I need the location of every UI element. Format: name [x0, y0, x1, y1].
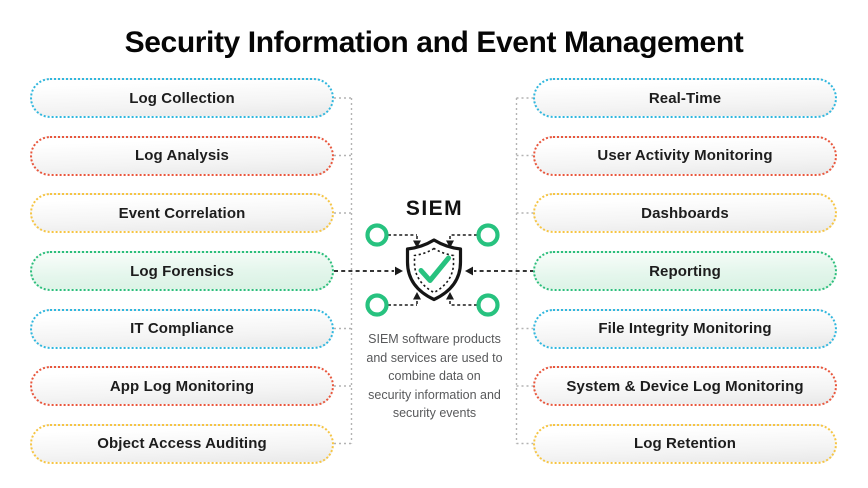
pill-label: Log Retention	[633, 435, 737, 452]
siem-description: SIEM software products and services are …	[366, 332, 503, 420]
pill-label: File Integrity Monitoring	[598, 320, 772, 337]
green-node-circles	[365, 223, 500, 317]
green-circle-top-right-icon	[476, 223, 500, 247]
pill-label: Object Access Auditing	[97, 435, 267, 452]
pill-log-forensics: Log Forensics	[30, 251, 334, 291]
siem-title: SIEM	[405, 197, 464, 220]
pill-system-device-log-monitoring: System & Device Log Monitoring	[533, 366, 837, 406]
pill-log-collection: Log Collection	[30, 78, 334, 118]
pill-label: Event Correlation	[118, 204, 246, 222]
pill-log-retention: Log Retention	[533, 423, 837, 464]
pill-label: Reporting	[649, 262, 721, 280]
green-circle-top-left-icon	[365, 223, 389, 247]
checkmark-icon	[418, 255, 451, 283]
siem-shield-icon	[405, 238, 463, 302]
shield-inner-dashed-outline	[413, 247, 455, 294]
pill-file-integrity-monitoring: File Integrity Monitoring	[533, 308, 837, 349]
pill-app-log-monitoring: App Log Monitoring	[30, 366, 334, 406]
pill-log-analysis: Log Analysis	[30, 135, 334, 176]
pill-event-correlation: Event Correlation	[30, 193, 334, 233]
pill-reporting: Reporting	[533, 251, 837, 291]
pill-label: User Activity Monitoring	[597, 147, 773, 164]
pill-label: Log Forensics	[130, 262, 234, 280]
pill-user-activity-monitoring: User Activity Monitoring	[533, 135, 837, 176]
left-column: Log Collection Log Analysis Event Correl…	[30, 0, 334, 488]
pill-label: App Log Monitoring	[109, 377, 255, 395]
pill-label: Real-Time	[648, 89, 722, 107]
pill-real-time: Real-Time	[533, 78, 837, 118]
pill-dashboards: Dashboards	[533, 193, 837, 233]
pill-label: Dashboards	[641, 204, 729, 222]
green-circle-bottom-right-icon	[476, 293, 500, 317]
pill-label: Log Analysis	[135, 147, 229, 164]
page-title: Security Information and Event Managemen…	[124, 26, 744, 59]
pill-label: IT Compliance	[130, 320, 234, 337]
pill-label: System & Device Log Monitoring	[566, 377, 804, 395]
pill-label: Log Collection	[129, 89, 235, 107]
circle-connectors	[388, 234, 477, 306]
pill-object-access-auditing: Object Access Auditing	[30, 423, 334, 464]
green-circle-bottom-left-icon	[365, 293, 389, 317]
right-column: Real-Time User Activity Monitoring Dashb…	[533, 0, 837, 488]
center-arrows	[334, 266, 534, 276]
circle-connector-arrowheads	[413, 240, 454, 300]
pill-it-compliance: IT Compliance	[30, 308, 334, 349]
